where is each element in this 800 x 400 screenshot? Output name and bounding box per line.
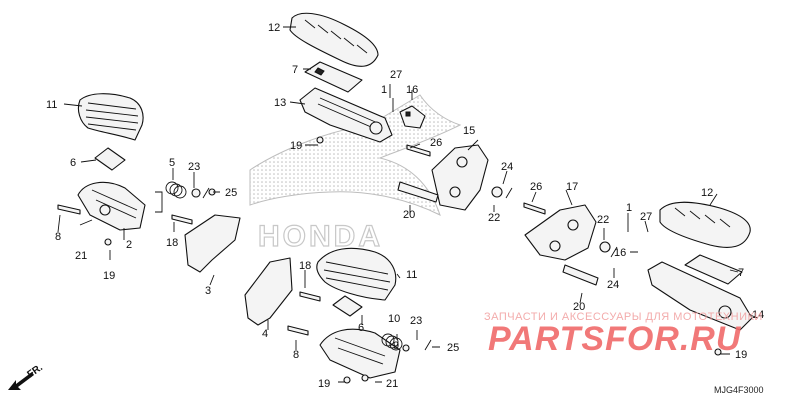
callout-11-bottom: 11 <box>406 269 417 281</box>
callout-23-bottom: 23 <box>410 315 422 327</box>
callout-26-top: 26 <box>430 137 442 149</box>
callout-5: 5 <box>169 157 175 169</box>
diagram-code: MJG4F3000 <box>714 385 764 395</box>
callout-6-bottom: 6 <box>358 322 364 334</box>
partsfor-watermark: ЗАПЧАСТИ И АКСЕССУАРЫ ДЛЯ МОТОТЕХНИКИ PA… <box>484 311 763 358</box>
callout-18-bottom: 18 <box>299 260 311 272</box>
callout-2: 2 <box>126 239 132 251</box>
part-5-spring-left <box>165 181 187 199</box>
callout-20-right: 20 <box>573 301 585 313</box>
callout-25-bottom: 25 <box>447 342 459 354</box>
callout-20-top: 20 <box>403 209 415 221</box>
callout-8-left: 8 <box>55 231 61 243</box>
callout-22-right: 22 <box>597 214 609 226</box>
callout-27-right: 27 <box>640 211 652 223</box>
callout-21-bottom: 21 <box>386 378 398 390</box>
callout-27-top: 27 <box>390 69 402 81</box>
part-20-bolt-a <box>397 181 439 203</box>
callout-11-left: 11 <box>46 99 57 111</box>
part-6-clip-left <box>94 147 126 171</box>
part-20-bolt-b <box>562 264 599 286</box>
front-direction-arrow: FR. <box>8 362 45 390</box>
part-13-footpeg-holder <box>299 87 426 143</box>
callout-7-right: 7 <box>738 267 744 279</box>
callout-8-bottom: 8 <box>293 349 299 361</box>
part-11-rubber-bottom <box>316 247 397 301</box>
callout-15: 15 <box>463 125 475 137</box>
part-9-footpeg-bottom <box>319 328 401 379</box>
part-12-rubber-top <box>289 12 379 67</box>
watermark-caption: ЗАПЧАСТИ И АКСЕССУАРЫ ДЛЯ МОТОТЕХНИКИ <box>484 311 763 323</box>
callout-9: 9 <box>393 340 399 352</box>
callout-22-top: 22 <box>488 212 500 224</box>
callout-16-right: 16 <box>614 247 626 259</box>
honda-wordmark: HONDA <box>258 220 383 253</box>
part-7-plate-right <box>684 254 743 285</box>
callout-4: 4 <box>262 328 268 340</box>
callout-numbers: 12 7 27 1 16 13 11 6 5 23 25 15 26 24 19… <box>46 22 764 390</box>
callout-23-left: 23 <box>188 161 200 173</box>
watermark-logo: PARTSFOR.RU <box>488 320 742 358</box>
callout-24-top: 24 <box>501 161 513 173</box>
callout-12-top: 12 <box>268 22 280 34</box>
part-17-bracket <box>524 204 597 261</box>
callout-21-left: 21 <box>75 250 87 262</box>
callout-18-left: 18 <box>166 237 178 249</box>
callout-17: 17 <box>566 181 578 193</box>
callout-1-right: 1 <box>626 202 632 214</box>
callout-19-top: 19 <box>290 140 302 152</box>
part-11-rubber-left <box>77 93 144 141</box>
callout-6-left: 6 <box>70 157 76 169</box>
part-15-bracket <box>431 144 489 211</box>
part-4-bracket-bottom <box>244 257 293 326</box>
callout-19-right: 19 <box>735 349 747 361</box>
callout-25-left: 25 <box>225 187 237 199</box>
callout-14: 14 <box>752 309 764 321</box>
callout-12-right: 12 <box>701 187 713 199</box>
part-2-footpeg-left <box>77 181 146 231</box>
callout-24-right: 24 <box>607 279 619 291</box>
part-12-rubber-right <box>659 201 751 248</box>
callout-19-left: 19 <box>103 270 115 282</box>
callout-16-top: 16 <box>406 84 418 96</box>
part-14-footpeg-right <box>647 261 753 331</box>
callout-19-bottom: 19 <box>318 378 330 390</box>
callout-7-top: 7 <box>292 64 298 76</box>
callout-13: 13 <box>274 97 286 109</box>
part-6-clip-bottom <box>332 295 363 317</box>
small-hardware <box>57 136 722 384</box>
part-7-plate-top <box>304 61 363 93</box>
part-10-spring-bottom <box>381 333 403 351</box>
callout-10: 10 <box>388 313 400 325</box>
leader-lines <box>57 26 759 383</box>
callout-3: 3 <box>205 285 211 297</box>
callout-1-top: 1 <box>381 84 387 96</box>
callout-26-right: 26 <box>530 181 542 193</box>
part-3-bracket-left <box>184 214 241 273</box>
